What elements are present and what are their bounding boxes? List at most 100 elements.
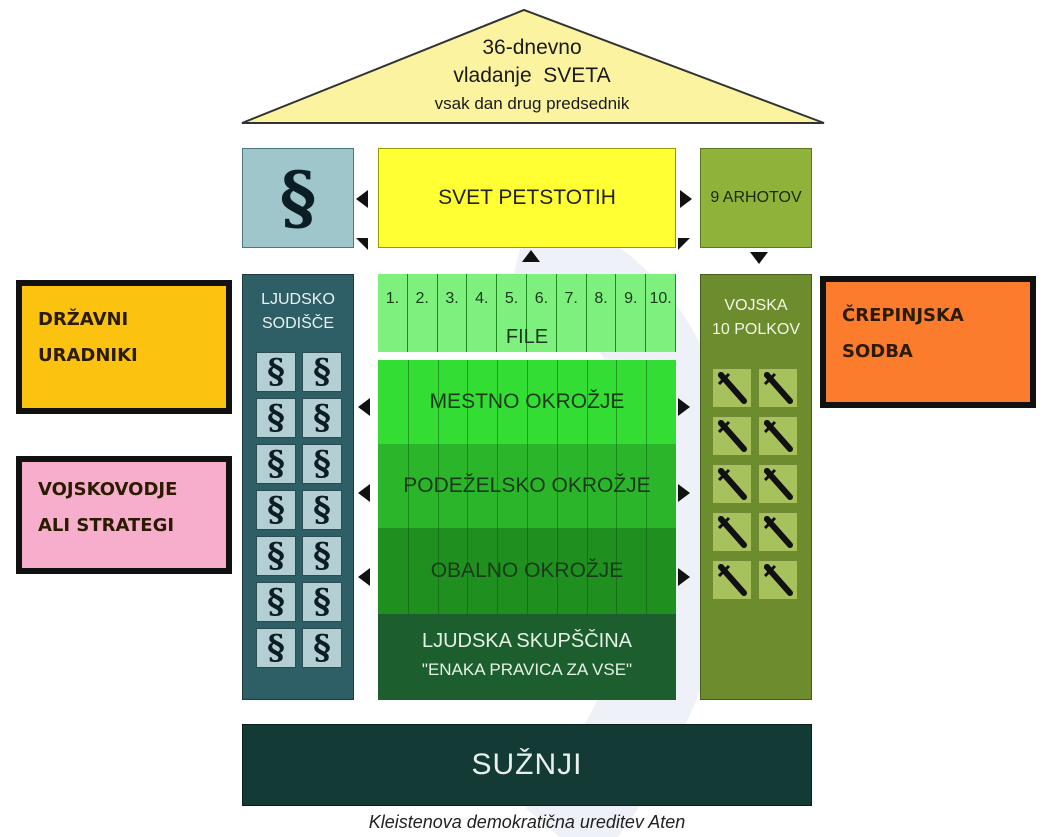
phyle-divider — [616, 360, 618, 614]
section-symbol-icon: § — [302, 628, 342, 668]
generals-box: VOJSKOVODJE ALI STRATEGI — [16, 456, 232, 574]
arrow-right — [678, 484, 690, 502]
arrow-downright — [678, 238, 690, 250]
archons-box: 9 ARHOTOV — [700, 148, 812, 248]
law-section-icon: § — [279, 156, 317, 239]
dagger-icon — [758, 560, 798, 600]
section-symbol-icon: § — [256, 582, 296, 622]
dagger-icon — [758, 416, 798, 456]
phyle-number: 10. — [649, 290, 672, 307]
court-title-line1: LJUDSKO — [261, 291, 335, 308]
assembly-box: LJUDSKA SKUPŠČINA "ENAKA PRAVICA ZA VSE" — [378, 614, 676, 700]
archons-label: 9 ARHOTOV — [710, 189, 802, 206]
army-title-line1: VOJSKA — [724, 297, 788, 314]
section-symbol-icon: § — [302, 352, 342, 392]
dagger-icon — [712, 368, 752, 408]
court-title-line2: SODIŠČE — [261, 315, 334, 332]
phyle-number: 3. — [445, 290, 459, 307]
arrow-left — [358, 484, 370, 502]
section-symbol-icon: § — [302, 582, 342, 622]
phyle-column: 8. — [586, 274, 617, 352]
section-symbol-icon: § — [256, 398, 296, 438]
arrow-downleft — [356, 238, 368, 250]
dagger-icon — [758, 368, 798, 408]
section-symbol-icon: § — [302, 398, 342, 438]
phyle-number: 7. — [564, 290, 578, 307]
phyle-number: 2. — [415, 290, 429, 307]
roof — [241, 8, 825, 124]
roof-title-line1: 36-dnevno — [482, 36, 582, 59]
state-officials-line1: DRŽAVNI — [38, 309, 129, 330]
district-coast — [378, 528, 676, 614]
roof-title-line2: vladanje SVETA — [453, 64, 611, 87]
phyle-column: 7. — [556, 274, 587, 352]
slaves-label: SUŽNJI — [471, 748, 583, 781]
district-city-label: MESTNO OKROŽJE — [429, 390, 625, 413]
phyle-number: 5. — [504, 290, 519, 307]
diagram-caption: Kleistenova demokratična ureditev Aten — [368, 812, 686, 832]
phyle-column: 5. — [497, 274, 527, 352]
state-officials-box: DRŽAVNI URADNIKI — [16, 280, 232, 414]
phyle-column: 6. — [527, 274, 557, 352]
dagger-icon — [758, 464, 798, 504]
state-officials-line2: URADNIKI — [38, 345, 138, 366]
phyle-divider — [586, 360, 588, 614]
district-coast-label: OBALNO OKROŽJE — [430, 559, 624, 582]
section-symbol-icon: § — [302, 536, 342, 576]
generals-line2: ALI STRATEGI — [38, 515, 175, 536]
section-symbol-icon: § — [256, 490, 296, 530]
arrow-left — [358, 568, 370, 586]
phyle-divider — [407, 360, 409, 614]
roof-subtitle: vsak dan drug predsednik — [434, 94, 630, 113]
phyle-column: 2. — [407, 274, 438, 352]
phyle-divider — [497, 360, 499, 614]
slaves-foundation: SUŽNJI — [242, 724, 812, 806]
section-symbol-icon: § — [256, 628, 296, 668]
phylai-label: FILE — [505, 326, 549, 348]
army-title-line2: 10 POLKOV — [711, 321, 801, 338]
dagger-icon — [712, 416, 752, 456]
assembly-motto: "ENAKA PRAVICA ZA VSE" — [421, 660, 633, 679]
dagger-icon — [712, 512, 752, 552]
phyle-divider — [437, 360, 439, 614]
phyle-number: 1. — [385, 290, 400, 307]
phyle-number: 9. — [624, 290, 638, 307]
arrow-right — [678, 568, 690, 586]
ostracism-line2: SODBA — [842, 341, 913, 362]
phyle-column: 1. — [378, 274, 408, 352]
generals-line1: VOJSKOVODJE — [38, 479, 178, 500]
council-label: SVET PETSTOTIH — [438, 186, 616, 209]
phyle-number: 8. — [594, 290, 608, 307]
arrow-up — [522, 250, 540, 262]
section-symbol-icon: § — [256, 444, 296, 484]
dagger-icon — [758, 512, 798, 552]
district-city — [378, 360, 676, 444]
arrow-left — [356, 190, 368, 208]
arrow-down — [750, 252, 768, 264]
phyle-divider — [556, 360, 558, 614]
section-symbol-icon: § — [256, 536, 296, 576]
dagger-icon — [712, 464, 752, 504]
phyle-divider — [527, 360, 528, 614]
arrow-right — [680, 190, 692, 208]
ostracism-box: ČREPINJSKA SODBA — [820, 276, 1036, 408]
phyle-column: 3. — [437, 274, 468, 352]
section-symbol-icon: § — [302, 490, 342, 530]
ostracism-line1: ČREPINJSKA — [842, 305, 964, 326]
district-inland — [378, 444, 676, 528]
council-box: SVET PETSTOTIH — [378, 148, 676, 248]
law-box: § — [242, 148, 354, 248]
section-symbol-icon: § — [256, 352, 296, 392]
phyle-divider — [467, 360, 469, 614]
arrow-right — [678, 398, 690, 416]
phyle-divider — [646, 360, 648, 614]
phyle-column: 10. — [646, 274, 676, 352]
phyle-number: 4. — [475, 290, 489, 307]
phyle-column: 4. — [467, 274, 498, 352]
arrow-left — [358, 398, 370, 416]
assembly-title: LJUDSKA SKUPŠČINA — [421, 630, 633, 652]
phyle-number: 6. — [534, 290, 549, 307]
dagger-icon — [712, 560, 752, 600]
section-symbol-icon: § — [302, 444, 342, 484]
phyle-column: 9. — [616, 274, 647, 352]
